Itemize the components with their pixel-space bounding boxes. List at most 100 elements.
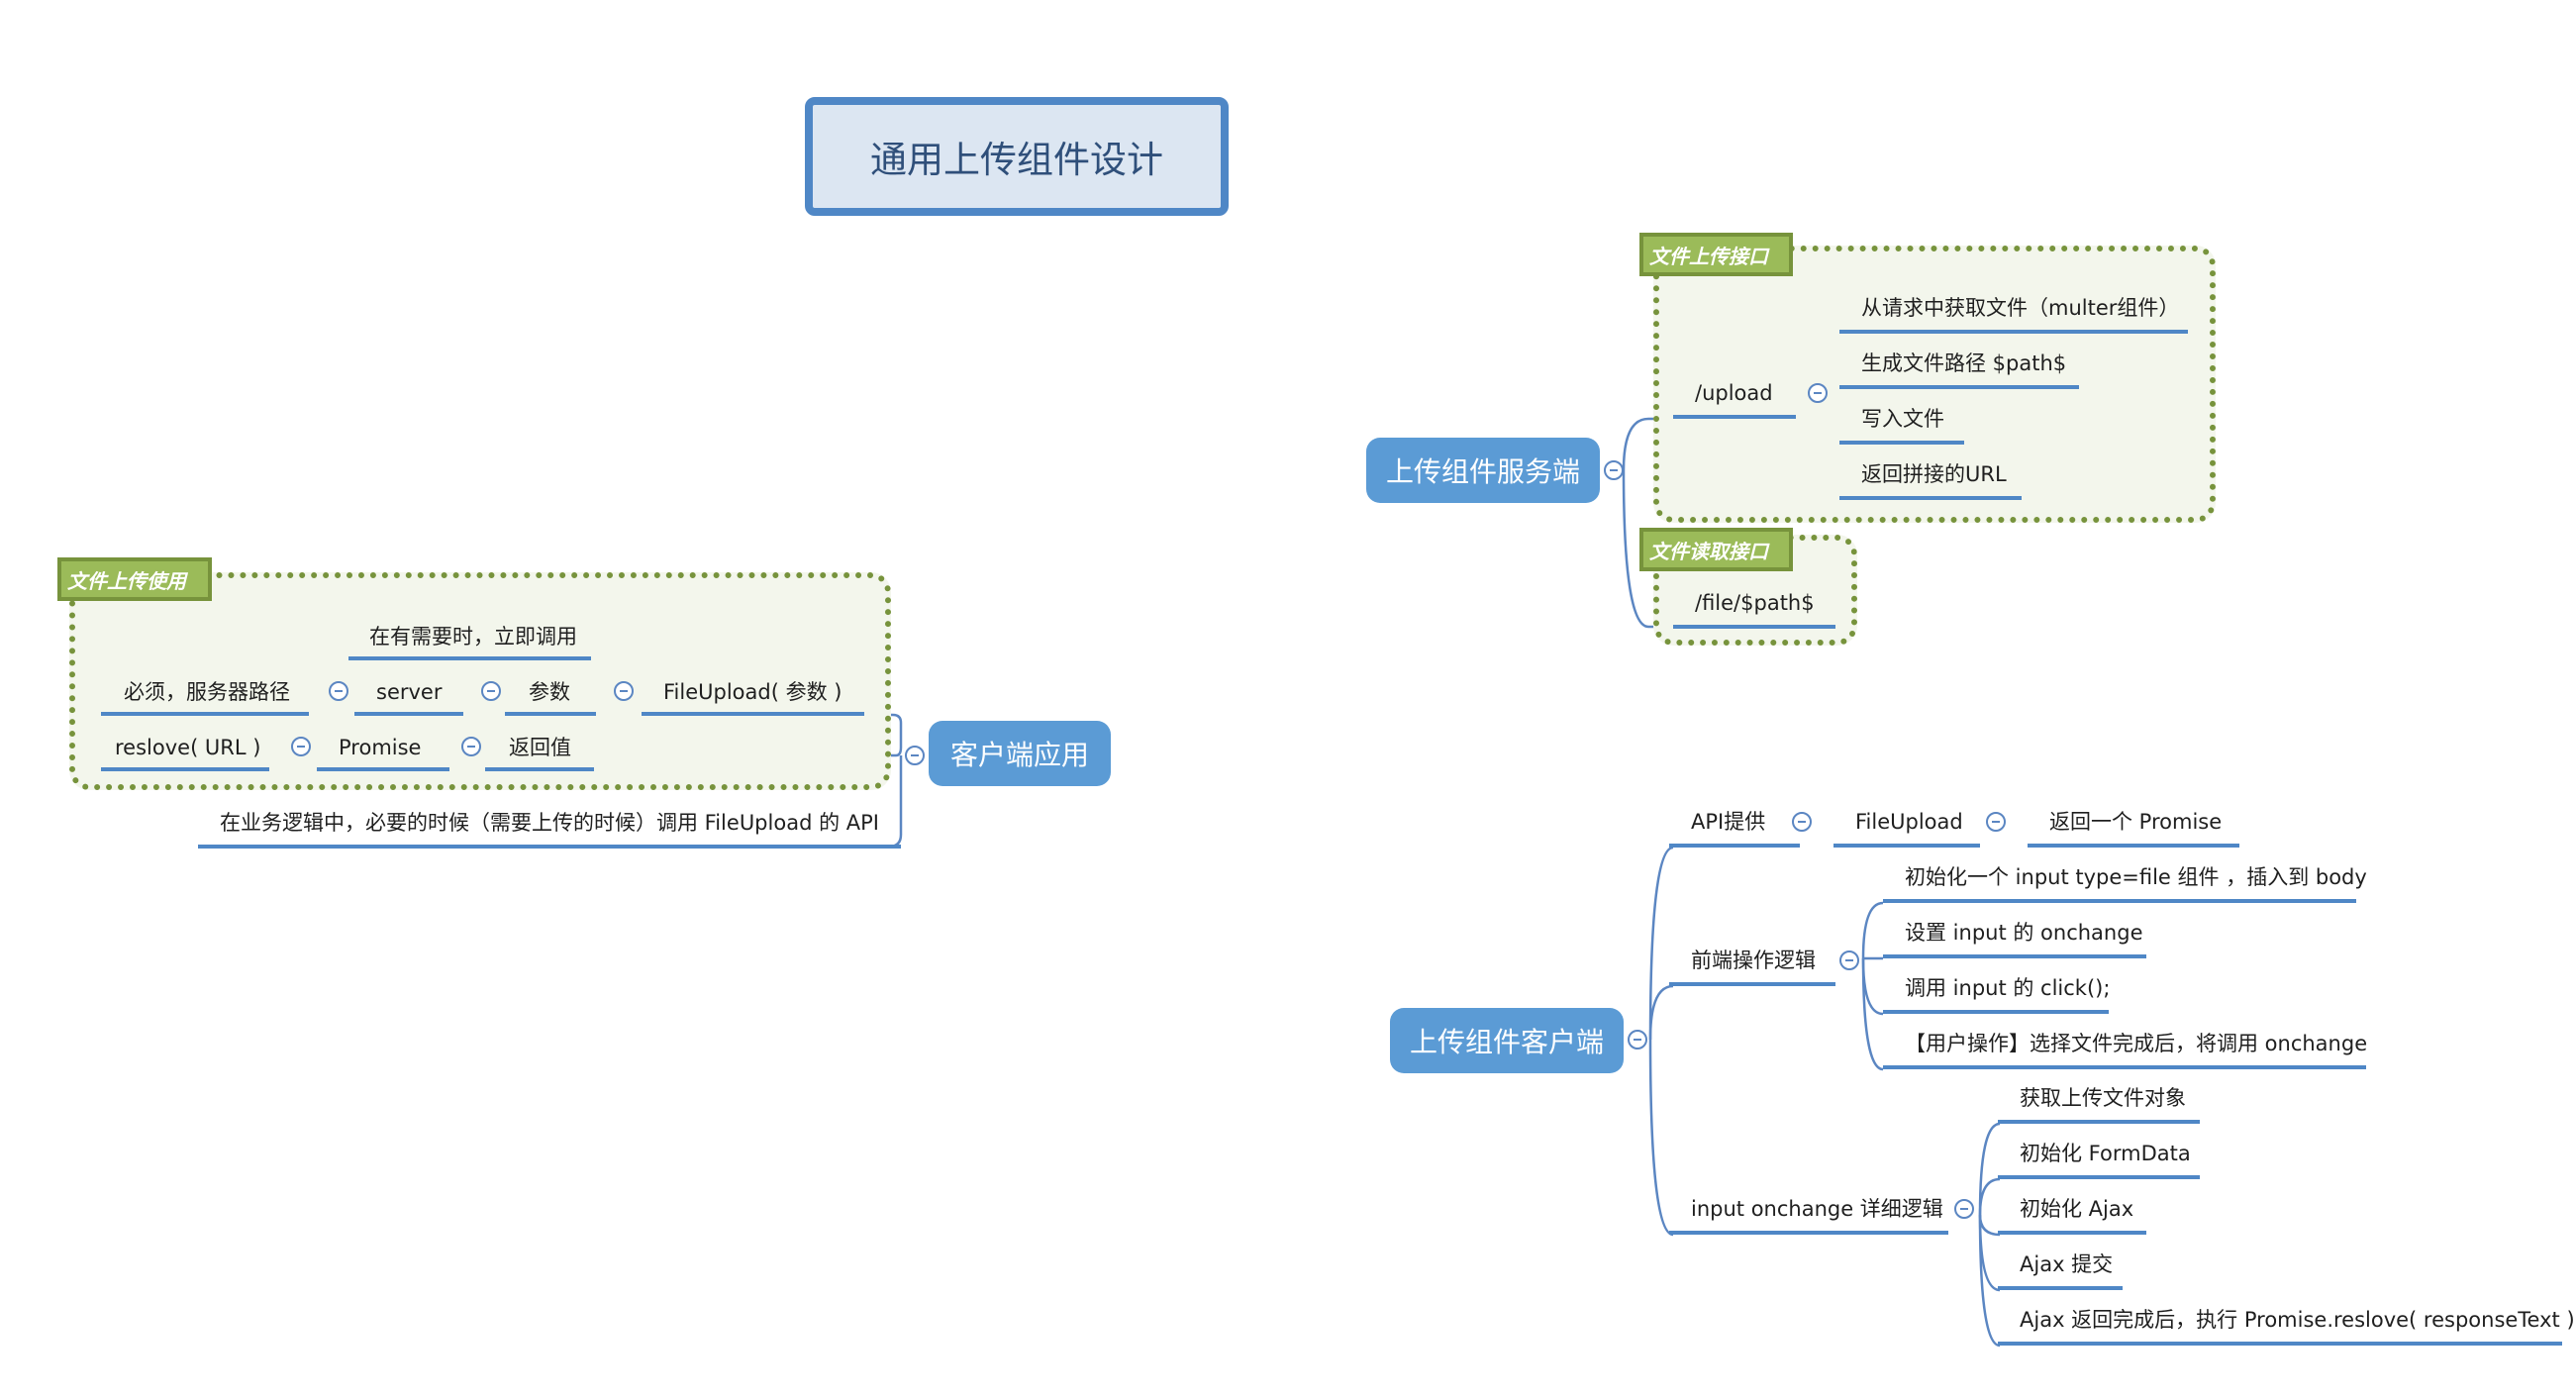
node-underline bbox=[348, 656, 591, 660]
connector bbox=[1978, 1177, 2001, 1216]
connector bbox=[1648, 984, 1674, 1041]
topic-client-app[interactable]: 客户端应用 bbox=[929, 721, 1111, 786]
node-reslove-url[interactable]: reslove( URL ) bbox=[115, 735, 260, 760]
collapse-toggle-icon[interactable] bbox=[1604, 460, 1624, 480]
node-onchange-logic-text: input onchange 详细逻辑 bbox=[1691, 1197, 1943, 1221]
connector bbox=[1648, 846, 1674, 1041]
node-frontend-step[interactable]: 初始化一个 input type=file 组件 ，插入到 body bbox=[1905, 864, 2367, 890]
boundary-label: 文件上传使用 bbox=[57, 557, 212, 601]
node-params[interactable]: 参数 bbox=[529, 679, 570, 705]
node-onchange-step-text: Ajax 返回完成后，执行 Promise.reslove( responseT… bbox=[2020, 1308, 2575, 1332]
node-upload-step[interactable]: 写入文件 bbox=[1861, 406, 1944, 432]
node-underline bbox=[1669, 844, 1800, 848]
boundary-label: 文件读取接口 bbox=[1639, 528, 1793, 571]
node-file-path-text: /file/$path$ bbox=[1695, 591, 1815, 615]
collapse-toggle-icon[interactable] bbox=[461, 737, 481, 756]
node-file-upload-call-text: FileUpload( 参数 ) bbox=[663, 680, 842, 704]
node-underline bbox=[1998, 1120, 2200, 1124]
connector bbox=[1978, 1214, 2001, 1237]
node-return-value[interactable]: 返回值 bbox=[509, 735, 571, 760]
node-required-server-path-text: 必须，服务器路径 bbox=[124, 680, 290, 704]
node-underline bbox=[1998, 1286, 2123, 1290]
node-file-upload[interactable]: FileUpload bbox=[1855, 809, 1963, 835]
node-underline bbox=[101, 712, 309, 716]
node-underline bbox=[1998, 1231, 2146, 1235]
boundary-upload-api bbox=[1653, 246, 2216, 523]
topic-client-side[interactable]: 上传组件客户端 bbox=[1390, 1008, 1624, 1073]
boundary-file-upload-usage bbox=[69, 572, 891, 790]
node-upload[interactable]: /upload bbox=[1695, 380, 1773, 406]
node-upload-step[interactable]: 生成文件路径 $path$ bbox=[1861, 350, 2066, 376]
node-api[interactable]: API提供 bbox=[1691, 809, 1765, 835]
node-underline bbox=[1833, 844, 1980, 848]
node-underline bbox=[1673, 415, 1796, 419]
node-onchange-step-text: 初始化 FormData bbox=[2020, 1142, 2191, 1165]
node-upload-step[interactable]: 返回拼接的URL bbox=[1861, 461, 2007, 487]
collapse-toggle-icon[interactable] bbox=[1628, 1030, 1647, 1050]
node-underline bbox=[2028, 844, 2239, 848]
node-underline bbox=[198, 845, 901, 849]
node-immediate-call-text: 在有需要时，立即调用 bbox=[369, 625, 577, 649]
node-immediate-call[interactable]: 在有需要时，立即调用 bbox=[369, 624, 577, 650]
node-business-logic-text: 在业务逻辑中，必要的时候（需要上传的时候）调用 FileUpload 的 API bbox=[220, 811, 879, 835]
node-underline bbox=[1998, 1342, 2562, 1346]
node-file-upload-text: FileUpload bbox=[1855, 810, 1963, 834]
node-onchange-logic[interactable]: input onchange 详细逻辑 bbox=[1691, 1196, 1943, 1222]
topic-client-side-label: 上传组件客户端 bbox=[1409, 1026, 1604, 1058]
node-returns-promise-text: 返回一个 Promise bbox=[2049, 810, 2223, 834]
collapse-toggle-icon[interactable] bbox=[1808, 383, 1828, 403]
node-upload-step-text: 从请求中获取文件（multer组件） bbox=[1861, 296, 2180, 320]
collapse-toggle-icon[interactable] bbox=[614, 681, 634, 701]
central-topic-title: 通用上传组件设计 bbox=[870, 139, 1163, 181]
node-frontend-logic[interactable]: 前端操作逻辑 bbox=[1691, 948, 1816, 973]
node-underline bbox=[1673, 625, 1835, 629]
node-underline bbox=[1883, 899, 2356, 903]
collapse-toggle-icon[interactable] bbox=[1986, 812, 2006, 832]
central-topic[interactable]: 通用上传组件设计 bbox=[805, 97, 1229, 216]
node-server-text: server bbox=[376, 680, 443, 704]
collapse-toggle-icon[interactable] bbox=[905, 746, 925, 765]
collapse-toggle-icon[interactable] bbox=[481, 681, 501, 701]
node-file-upload-call[interactable]: FileUpload( 参数 ) bbox=[663, 679, 842, 705]
node-underline bbox=[317, 767, 449, 771]
node-underline bbox=[1839, 385, 2079, 389]
node-frontend-step[interactable]: 调用 input 的 click(); bbox=[1905, 975, 2110, 1001]
node-frontend-step[interactable]: 【用户操作】选择文件完成后，将调用 onchange bbox=[1905, 1031, 2367, 1056]
connector bbox=[1622, 469, 1669, 629]
connector bbox=[1622, 417, 1669, 471]
collapse-toggle-icon[interactable] bbox=[1954, 1199, 1974, 1219]
node-frontend-step-text: 【用户操作】选择文件完成后，将调用 onchange bbox=[1905, 1032, 2368, 1055]
node-onchange-step[interactable]: 初始化 Ajax bbox=[2020, 1196, 2133, 1222]
node-underline bbox=[1669, 1231, 1948, 1235]
collapse-toggle-icon[interactable] bbox=[329, 681, 348, 701]
collapse-toggle-icon[interactable] bbox=[1792, 812, 1812, 832]
topic-server-side-label: 上传组件服务端 bbox=[1385, 455, 1580, 488]
node-underline bbox=[1998, 1175, 2200, 1179]
node-params-text: 参数 bbox=[529, 680, 570, 704]
node-upload-step[interactable]: 从请求中获取文件（multer组件） bbox=[1861, 295, 2179, 321]
node-onchange-step[interactable]: Ajax 返回完成后，执行 Promise.reslove( responseT… bbox=[2020, 1307, 2575, 1333]
node-required-server-path[interactable]: 必须，服务器路径 bbox=[124, 679, 290, 705]
node-onchange-step[interactable]: 初始化 FormData bbox=[2020, 1141, 2191, 1166]
node-onchange-step-text: 获取上传文件对象 bbox=[2020, 1086, 2186, 1110]
connector bbox=[1861, 957, 1884, 1016]
node-onchange-step[interactable]: 获取上传文件对象 bbox=[2020, 1085, 2186, 1111]
collapse-toggle-icon[interactable] bbox=[1839, 950, 1859, 970]
node-business-logic[interactable]: 在业务逻辑中，必要的时候（需要上传的时候）调用 FileUpload 的 API bbox=[220, 810, 879, 836]
node-frontend-step-text: 调用 input 的 click(); bbox=[1905, 976, 2111, 1000]
collapse-toggle-icon[interactable] bbox=[291, 737, 311, 756]
topic-server-side[interactable]: 上传组件服务端 bbox=[1366, 438, 1600, 503]
node-promise-text: Promise bbox=[339, 736, 422, 759]
node-returns-promise[interactable]: 返回一个 Promise bbox=[2049, 809, 2222, 835]
boundary-label-text: 文件上传使用 bbox=[67, 568, 186, 593]
connector bbox=[1648, 1039, 1674, 1237]
node-onchange-step[interactable]: Ajax 提交 bbox=[2020, 1251, 2113, 1277]
boundary-label: 文件上传接口 bbox=[1639, 233, 1793, 276]
node-file-path[interactable]: /file/$path$ bbox=[1695, 590, 1815, 616]
node-server[interactable]: server bbox=[376, 679, 442, 705]
node-underline bbox=[101, 767, 269, 771]
node-frontend-logic-text: 前端操作逻辑 bbox=[1691, 949, 1816, 972]
node-frontend-step[interactable]: 设置 input 的 onchange bbox=[1905, 920, 2143, 946]
node-promise[interactable]: Promise bbox=[339, 735, 421, 760]
